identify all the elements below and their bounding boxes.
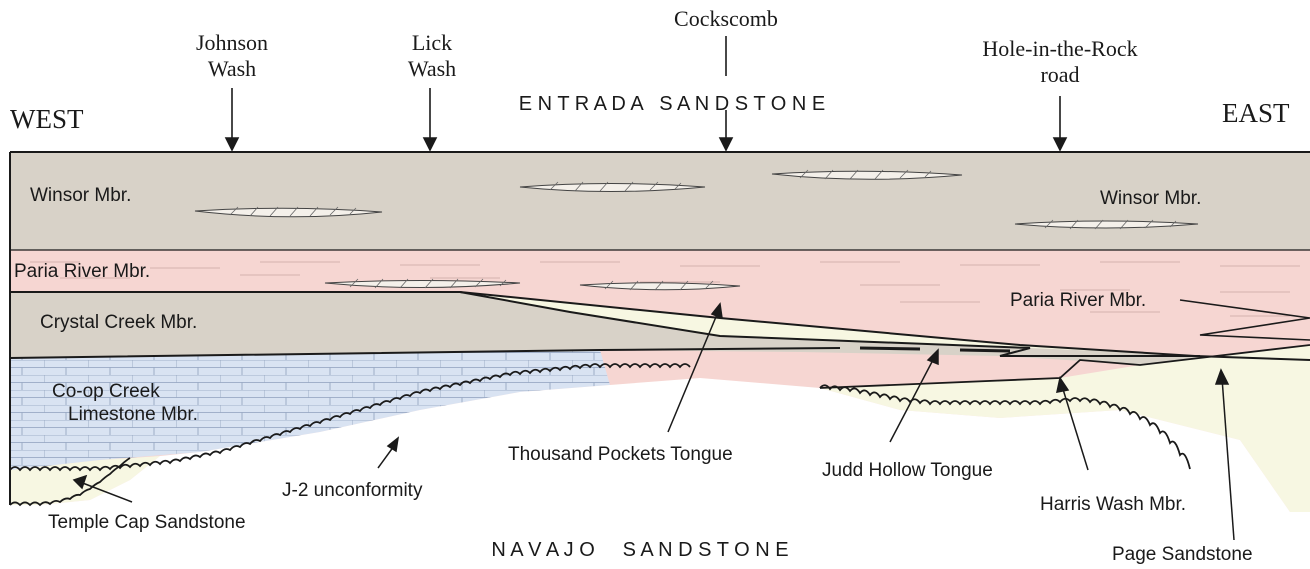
temple-cap-sandstone-label: Temple Cap Sandstone [48, 512, 246, 533]
cockscomb-label: Cockscomb [674, 6, 778, 31]
paria-river-member-east-label: Paria River Mbr. [1010, 290, 1146, 311]
coop-creek-label-1: Co-op Creek [52, 381, 160, 402]
crystal-creek-member-label: Crystal Creek Mbr. [40, 312, 197, 333]
lick-wash-label-1: Lick [412, 30, 452, 55]
paria-river-member-west-label: Paria River Mbr. [14, 261, 150, 282]
west-label: WEST [10, 104, 84, 134]
entrada-sandstone-label: E N T R A D A S A N D S T O N E [519, 93, 825, 115]
hole-in-the-rock-label-1: Hole-in-the-Rock [982, 36, 1137, 61]
j2-unconformity-label: J-2 unconformity [282, 480, 423, 501]
harris-wash-member-label: Harris Wash Mbr. [1040, 494, 1186, 515]
east-label: EAST [1222, 98, 1290, 128]
lick-wash-label-2: Wash [408, 56, 456, 81]
winsor-member-east-label: Winsor Mbr. [1100, 188, 1201, 209]
winsor-member-west-label: Winsor Mbr. [30, 185, 131, 206]
navajo-sandstone-label: N A V A J O S A N D S T O N E [491, 539, 788, 561]
judd-hollow-tongue-label: Judd Hollow Tongue [822, 460, 993, 481]
johnson-wash-label-1: Johnson [196, 30, 268, 55]
hole-in-the-rock-label-2: road [1040, 62, 1079, 87]
coop-creek-label-2: Limestone Mbr. [68, 404, 198, 425]
page-sandstone-label: Page Sandstone [1112, 544, 1253, 565]
thousand-pockets-tongue-label: Thousand Pockets Tongue [508, 444, 733, 465]
johnson-wash-label-2: Wash [208, 56, 256, 81]
